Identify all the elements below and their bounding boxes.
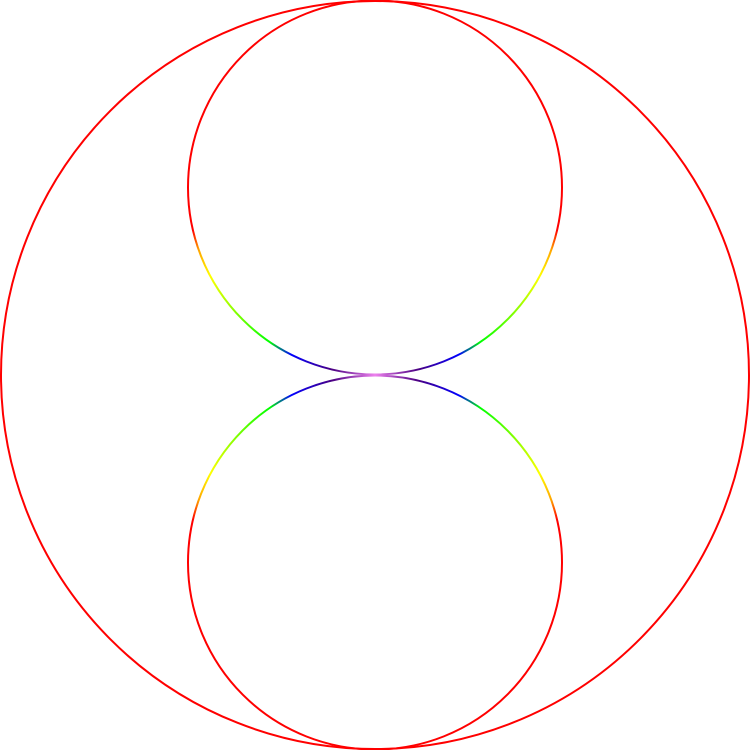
lower-inner-circle [187,374,563,750]
upper-inner-circle [187,0,563,376]
